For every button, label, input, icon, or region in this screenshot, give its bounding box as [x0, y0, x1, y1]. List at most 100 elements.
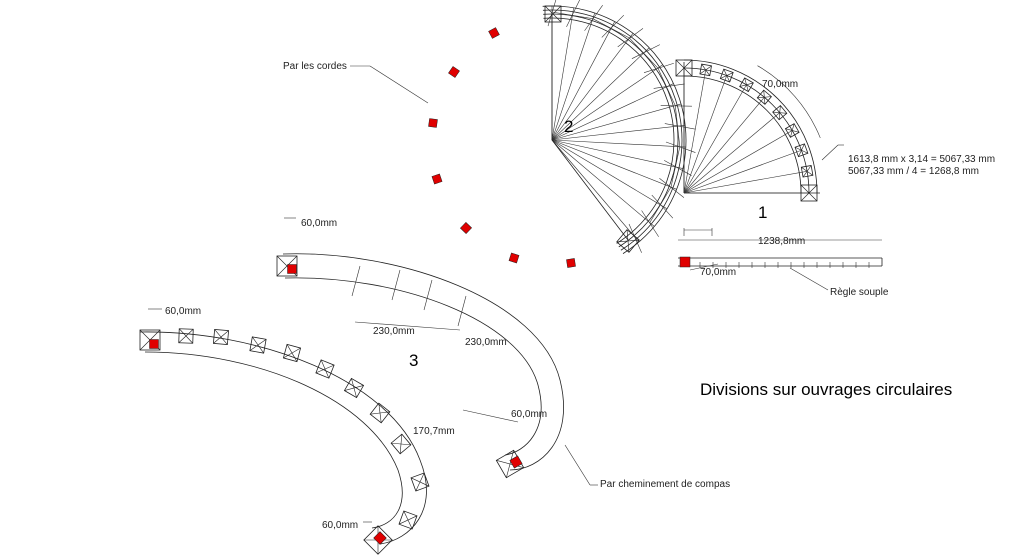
dim-fig3-230-a: 230,0mm: [373, 326, 415, 337]
fig2-tick: [659, 178, 685, 198]
fig3-lower-block-4: [282, 343, 302, 363]
fig1-ray: [683, 130, 793, 194]
fig3-lower-outer: [139, 331, 427, 545]
dim-fig3-bottom-60: 60,0mm: [322, 520, 358, 531]
dim-fig3-left-60: 60,0mm: [165, 306, 201, 317]
calc-line-1: 1613,8 mm x 3,14 = 5067,33 mm: [848, 154, 995, 165]
fig3-lower-block-8: [390, 433, 412, 455]
fig1-block: [675, 59, 693, 77]
fig3-lower-red-end: [373, 531, 387, 545]
fig2-chord-ray: [551, 103, 682, 141]
fig2-tick: [665, 141, 696, 153]
fig3-lower-red-start: [149, 339, 159, 349]
fig2-chord-ray: [551, 47, 650, 141]
fig2-tick: [631, 44, 660, 59]
dim-fig3-right-60: 60,0mm: [511, 409, 547, 420]
fig2-tick: [601, 14, 624, 38]
fig2-chord: [657, 67, 676, 106]
fig1-ray: [683, 149, 802, 194]
drawing-title: Divisions sur ouvrages circulaires: [700, 380, 952, 399]
ruler-70-arrow: [689, 263, 719, 271]
fig2-chord-ray: [551, 64, 663, 141]
fig1-ray: [683, 170, 808, 194]
fig2-chord: [674, 105, 681, 147]
fig2-chord-ray: [551, 139, 683, 169]
fig1-calc-leader: [821, 144, 839, 161]
fig1-block: [719, 68, 734, 83]
fig2-tick: [617, 28, 644, 48]
fig1-ray: [683, 112, 780, 194]
fig1-block: [800, 165, 814, 178]
fig3-lower-inner: [144, 351, 403, 529]
fig3-dim-230: [354, 321, 461, 331]
fig2-chord-ray: [551, 124, 686, 141]
fig2-chord-ray: [551, 83, 674, 141]
fig1-block: [756, 89, 772, 105]
fig3-lower-block-2: [212, 328, 230, 346]
dim-fig3-top-60: 60,0mm: [301, 218, 337, 229]
fig2-chord-ray: [551, 21, 615, 141]
fig2-chord-ray: [551, 139, 640, 243]
fig3-upper-red-start: [287, 264, 297, 274]
fig3-lower-block-6: [343, 377, 365, 399]
dim-fig3-170: 170,7mm: [413, 426, 455, 437]
fig2-red-division-0: [488, 27, 500, 39]
fig1-block: [800, 184, 818, 202]
fig3-lower-block-1: [178, 328, 194, 344]
fig3-dim-170: [462, 409, 519, 423]
fig2-chord-ray: [551, 7, 574, 141]
fig1-ray: [683, 97, 765, 194]
fig2-red-division-4: [459, 221, 473, 235]
fig1-dim-arc: [757, 65, 821, 139]
ruler-red-start: [679, 256, 691, 268]
fig3-upper-outer: [282, 253, 564, 471]
label-par-les-cordes: Par les cordes: [283, 61, 347, 72]
dim-fig3-230-b: 230,0mm: [465, 337, 507, 348]
fig2-red-division-2: [428, 118, 438, 128]
label-par-cheminement: Par cheminement de compas: [600, 479, 730, 490]
dim-ruler-total: 1238,8mm: [758, 236, 805, 247]
fig3-upper-division-2: [423, 279, 433, 311]
fig2-tick: [664, 160, 692, 176]
fig2-chord: [670, 146, 681, 188]
fig3-lower-block-5: [315, 359, 335, 379]
fig2-tick: [660, 105, 692, 107]
fig3-lower-block-9: [410, 472, 430, 492]
fig1-ray: [683, 75, 728, 194]
fig2-red-division-1: [448, 66, 460, 78]
fig2-chord-ray: [551, 139, 677, 190]
fig2-start-block: [544, 5, 562, 23]
fig1-block: [699, 63, 712, 77]
figure-number-1: 1: [758, 203, 767, 222]
fig3-cheminement-leader: [564, 444, 591, 486]
label-regle-souple: Règle souple: [830, 287, 889, 298]
fig2-tick: [584, 5, 603, 31]
fig3-lower-block-10: [398, 510, 418, 530]
fig3-upper-division-0: [351, 265, 361, 297]
calc-line-2: 5067,33 mm / 4 = 1268,8 mm: [848, 166, 979, 177]
fig2-red-division-5: [508, 252, 520, 264]
fig2-chord-ray: [551, 139, 686, 148]
fig2-red-division-3: [431, 173, 443, 185]
fig2-chord: [592, 18, 630, 39]
fig3-upper-red-end: [509, 455, 523, 469]
fig2-chord: [629, 37, 659, 69]
fig1-block: [784, 123, 800, 138]
fig1-ray: [683, 69, 707, 194]
fig2-chord-ray: [551, 33, 634, 141]
regle-leader: [789, 267, 829, 291]
geometry-layer: [139, 0, 883, 555]
fig2-leader: [369, 65, 429, 104]
fig1-arc: [683, 75, 802, 194]
dim-fig1-70: 70,0mm: [762, 79, 798, 90]
fig2-tick: [664, 123, 696, 130]
fig1-block: [739, 77, 754, 93]
fig2-tick: [547, 0, 557, 27]
fig2-chord: [551, 11, 593, 19]
fig1-arc: [683, 59, 818, 194]
fig2-tick: [566, 0, 580, 28]
fig2-chord-ray: [551, 12, 596, 141]
fig3-lower-block-7: [369, 402, 391, 424]
